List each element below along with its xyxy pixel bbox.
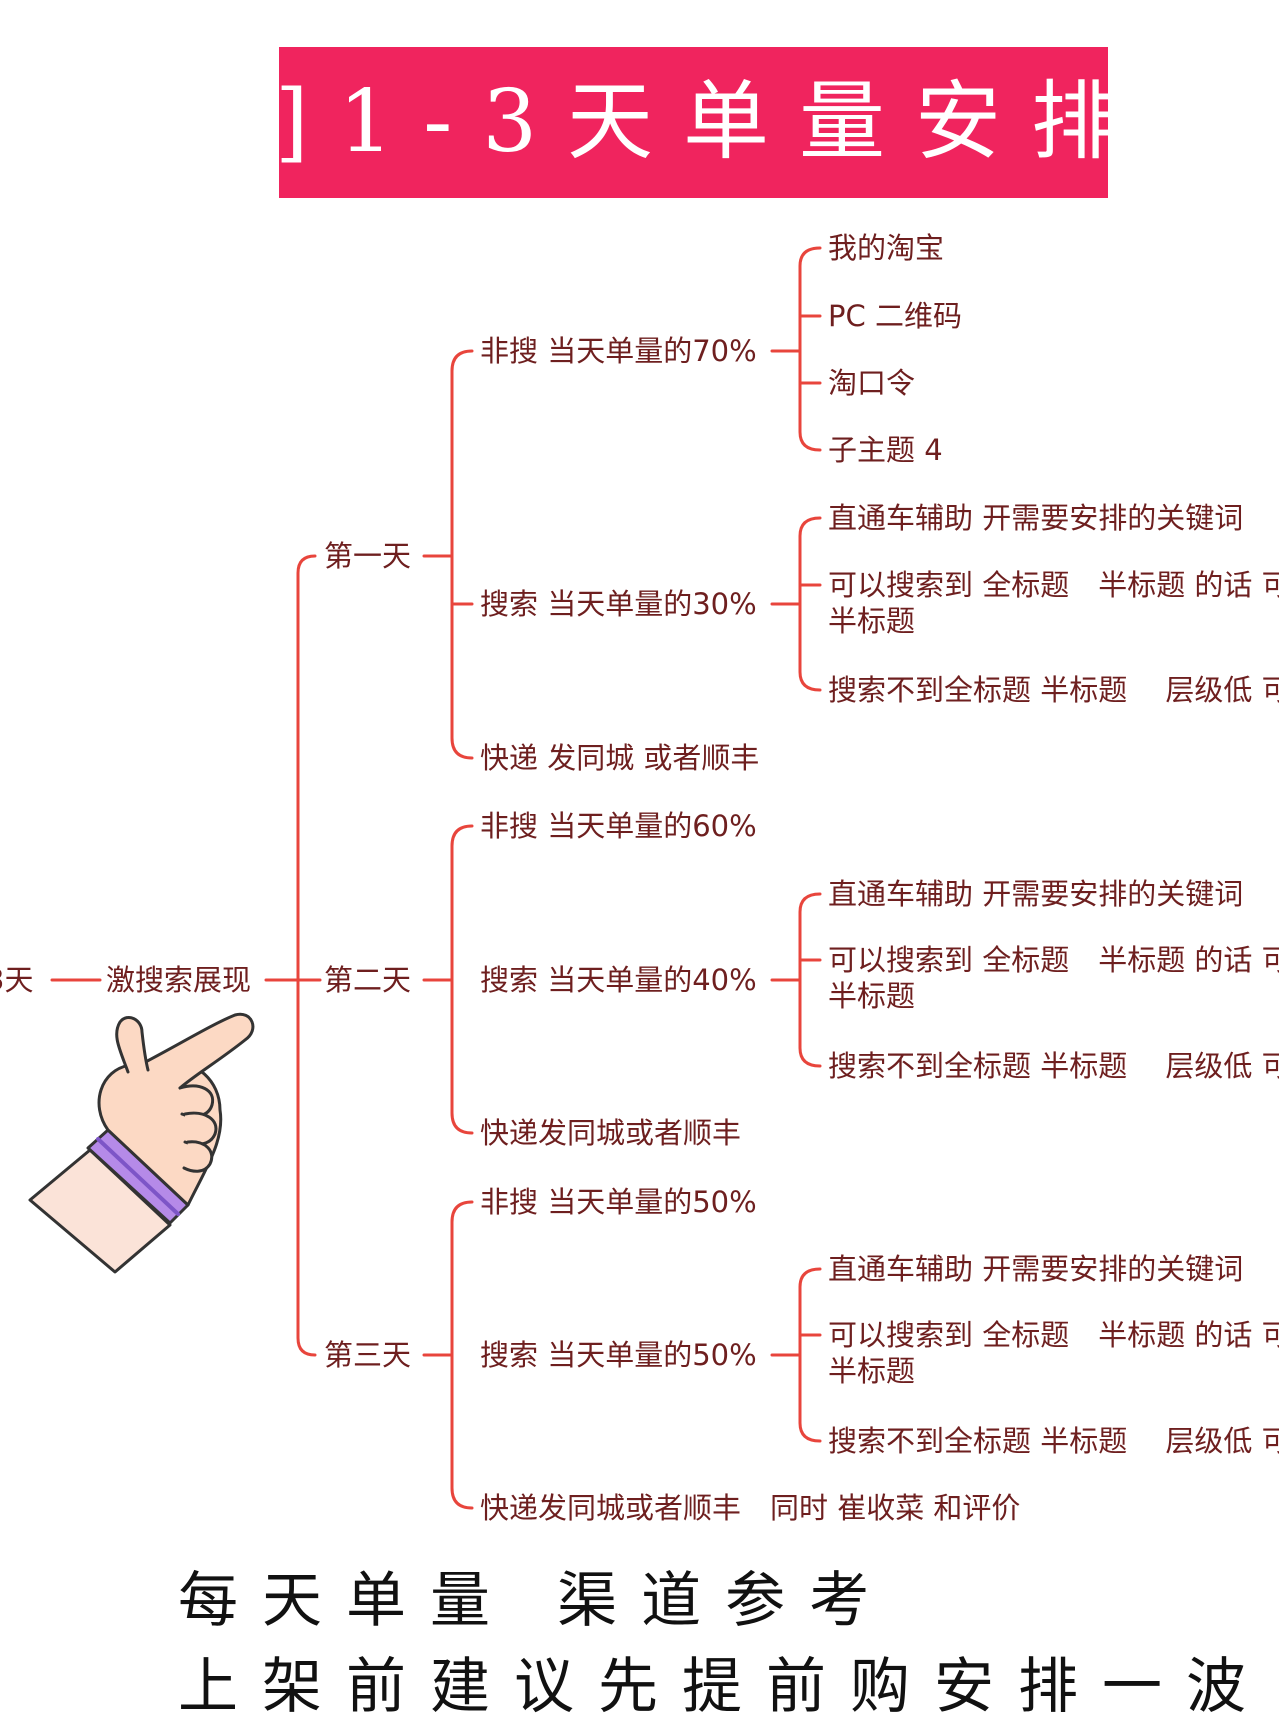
leaf-subtopic-4: 子主题 4 [828,433,943,467]
day-1-shipping-node: 快递 发同城 或者顺丰 [480,741,760,775]
trunk-day1-search [798,516,822,692]
leaf-day3-unsearchable: 搜索不到全标题 半标题 层级低 可 [828,1424,1279,1458]
trunk-day2-search [798,892,822,1068]
day-2-node: 第二天 [324,963,412,997]
trunk-day2 [450,824,474,1135]
day-2-search-node: 搜索 当天单量的40% [480,963,757,997]
day-3-search-node: 搜索 当天单量的50% [480,1338,757,1372]
day-1-node: 第一天 [324,539,412,573]
day-1-search-node: 搜索 当天单量的30% [480,587,757,621]
leaf-day2-ztc: 直通车辅助 开需要安排的关键词 [828,877,1244,911]
leaf-day1-searchable: 可以搜索到 全标题 半标题 的话 可 半标题 [828,568,1279,638]
pointing-hand-icon [28,1012,255,1274]
root-node: 激搜索展现 [106,963,252,997]
leaf-day2-unsearchable: 搜索不到全标题 半标题 层级低 可 [828,1049,1279,1083]
day-3-nonsearch-node: 非搜 当天单量的50% [480,1185,757,1219]
leaf-day1-ztc: 直通车辅助 开需要安排的关键词 [828,501,1244,535]
trunk-days [296,554,317,1357]
title-banner: ]1-3天单量安排 [279,47,1108,198]
day-2-shipping-node: 快递发同城或者顺丰 [480,1116,742,1150]
banner-title: ]1-3天单量安排 [279,72,1108,172]
leaf-pc-qrcode: PC 二维码 [828,299,962,333]
trunk-day3-search [798,1267,822,1443]
day-1-nonsearch-node: 非搜 当天单量的70% [480,334,757,368]
day-2-nonsearch-node: 非搜 当天单量的60% [480,809,757,843]
leaf-day3-ztc: 直通车辅助 开需要安排的关键词 [828,1252,1244,1286]
footer-line-2: 上架前建议先提前购安排一波 [178,1652,1270,1722]
leaf-day1-unsearchable: 搜索不到全标题 半标题 层级低 可 [828,673,1279,707]
leaf-my-taobao: 我的淘宝 [828,231,945,265]
day-3-shipping-node: 快递发同城或者顺丰 同时 崔收菜 和评价 [480,1491,1021,1525]
day-3-node: 第三天 [324,1338,412,1372]
footer-line-1: 每天单量 渠道参考 [178,1566,894,1636]
trunk-day1-nonsearch [798,246,822,452]
leaf-day3-searchable: 可以搜索到 全标题 半标题 的话 可 半标题 [828,1318,1279,1388]
leaf-taokouling: 淘口令 [828,366,916,400]
trunk-day3 [450,1200,474,1510]
trunk-day1 [450,349,474,760]
root-partial-label: 3天 [0,963,34,997]
leaf-day2-searchable: 可以搜索到 全标题 半标题 的话 可 半标题 [828,943,1279,1013]
